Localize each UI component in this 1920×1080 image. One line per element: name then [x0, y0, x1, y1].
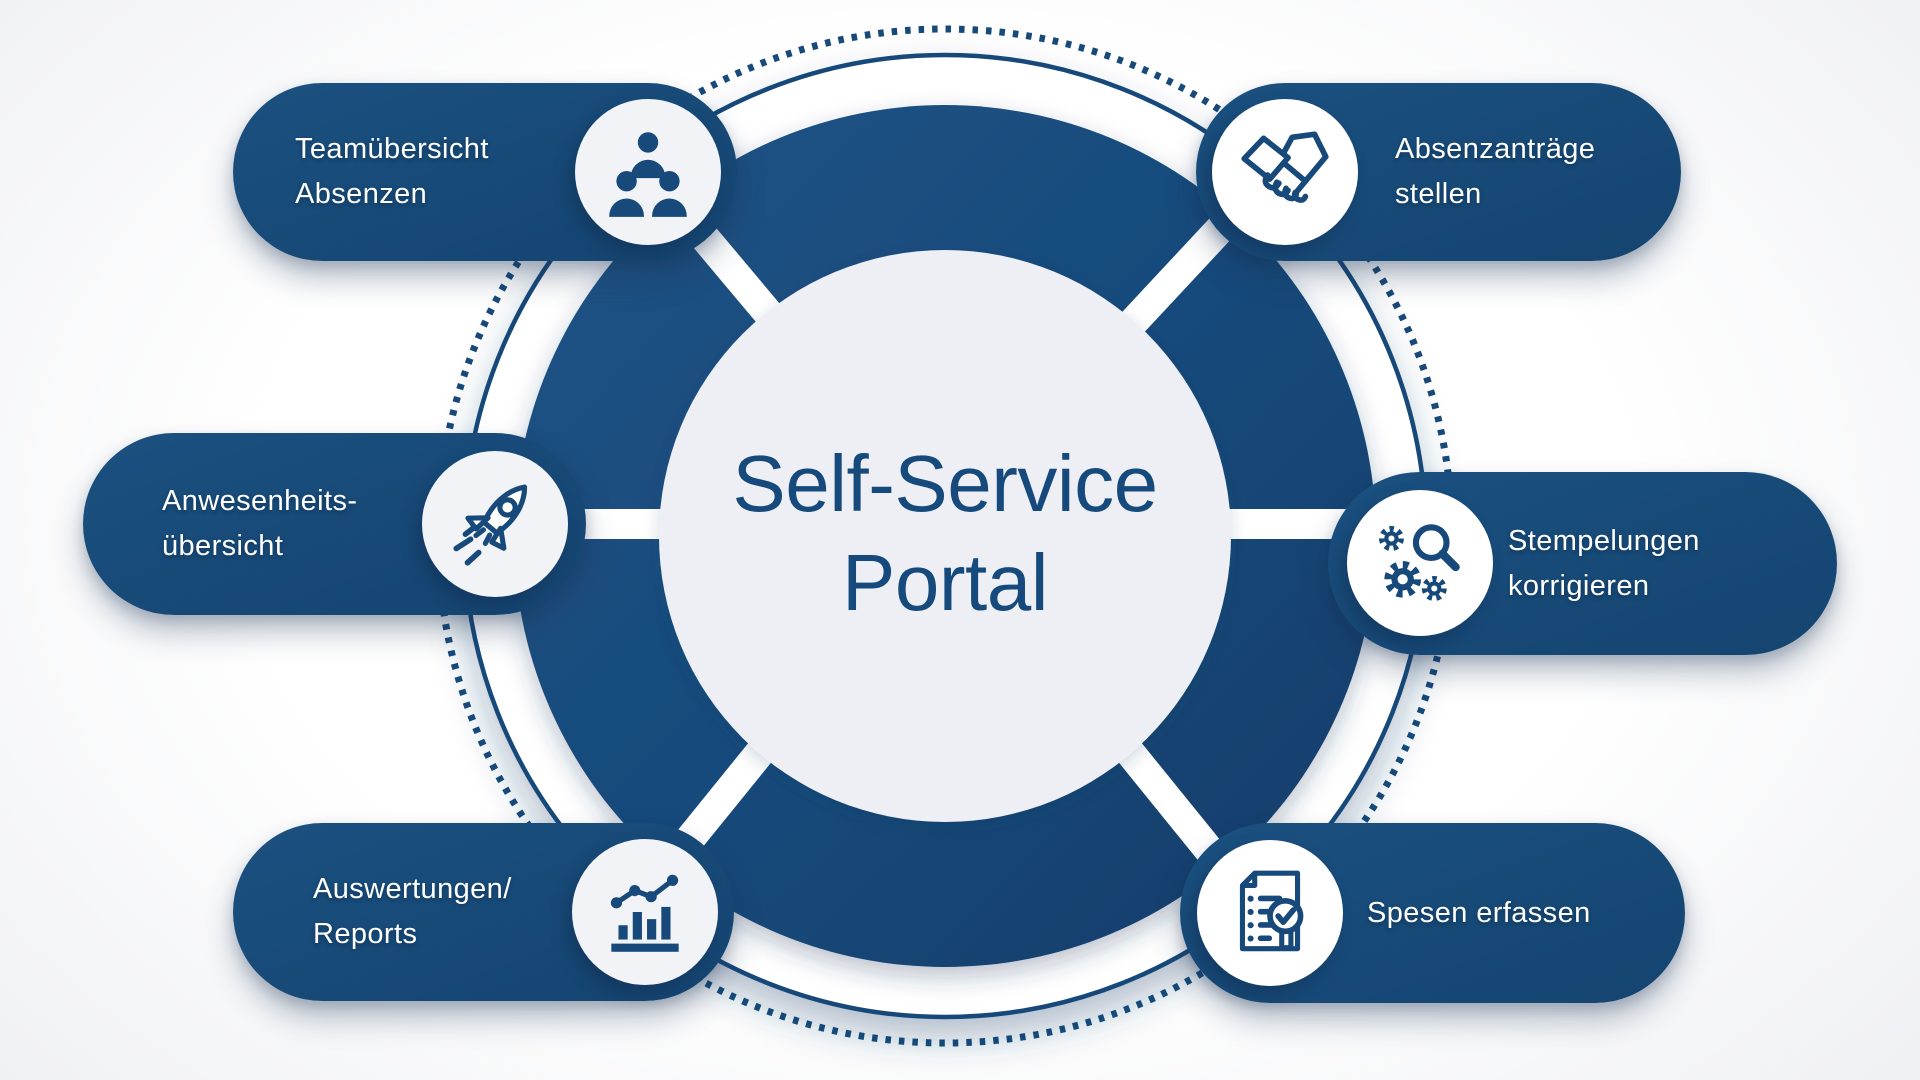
portal-title-line1: Self-Service [732, 439, 1158, 528]
gears-magnifier-icon [1378, 524, 1460, 601]
rocket-icon-circle [422, 451, 568, 597]
bar-chart-icon-circle [572, 839, 718, 985]
gears-magnifier-icon-circle [1347, 490, 1493, 636]
feature-label: übersicht [162, 530, 284, 562]
hub-circle [659, 250, 1231, 822]
feature-label: korrigieren [1508, 569, 1650, 602]
feature-label: Absenzanträge [1395, 133, 1596, 165]
portal-title: Self-Service Portal [732, 434, 1158, 632]
document-check-magnifier-icon [1239, 870, 1304, 952]
feature-label: Anwesenheits- [162, 485, 358, 517]
bar-chart-icon [610, 874, 679, 952]
feature-label: Spesen erfassen [1367, 896, 1591, 929]
rocket-icon [453, 484, 528, 566]
document-check-magnifier-icon-circle [1197, 840, 1343, 986]
feature-label: Absenzen [295, 178, 428, 210]
portal-title-line2: Portal [842, 538, 1048, 627]
feature-label: Teamübersicht [295, 133, 489, 165]
handshake-icon [1241, 131, 1329, 203]
feature-label: Stempelungen [1508, 524, 1700, 557]
feature-label: Auswertungen/ [313, 873, 512, 905]
feature-label: Reports [313, 918, 418, 950]
feature-label: stellen [1395, 178, 1482, 210]
team-icon [609, 132, 687, 217]
handshake-icon-circle [1212, 99, 1358, 245]
team-icon-circle [575, 99, 721, 245]
